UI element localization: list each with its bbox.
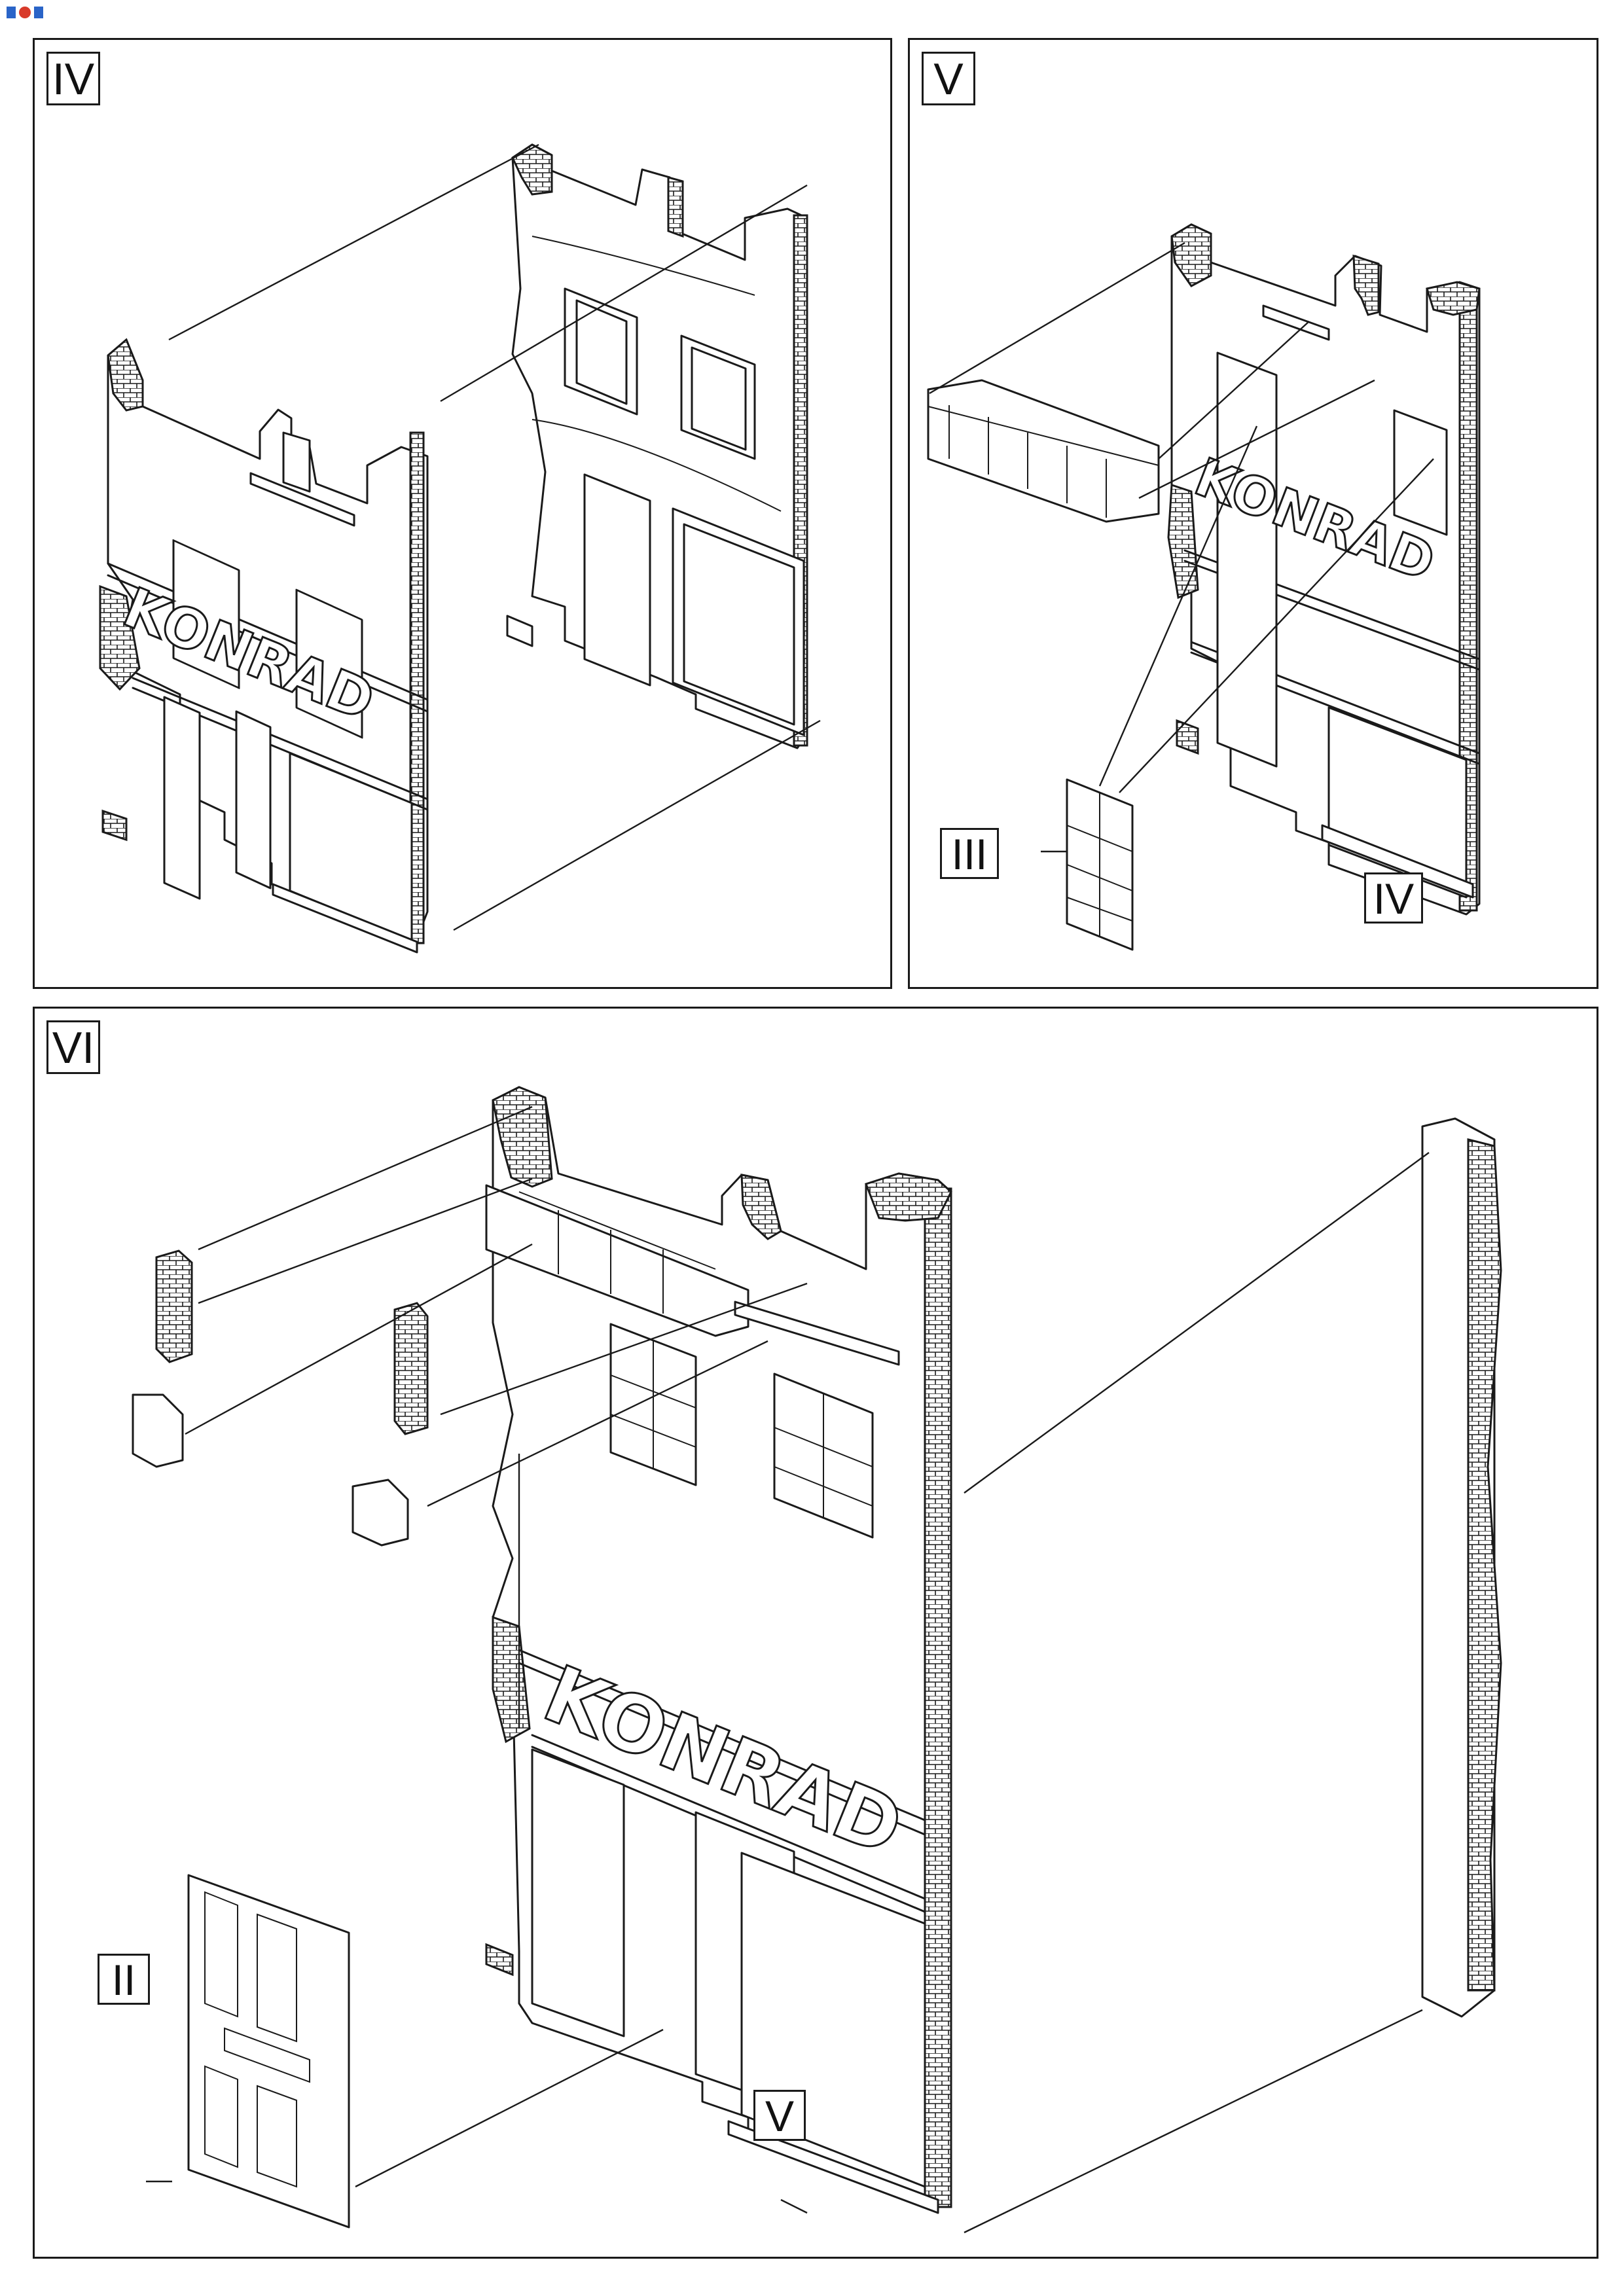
building-part: KONRAD	[485, 1086, 952, 2214]
panel-v: V KONRAD I	[908, 38, 1598, 989]
step-label-v: V	[922, 52, 975, 105]
step-label-vi: VI	[46, 1020, 100, 1074]
publisher-logo-icon	[5, 4, 46, 24]
assembly-illustration-v: KONRAD	[927, 223, 1481, 951]
callout-label: III	[940, 828, 999, 879]
assembly-illustration-iv: KONRAD	[99, 143, 821, 954]
rear-wall-part	[506, 143, 808, 749]
assembly-guide-line	[146, 1105, 1430, 2234]
callout-label: II	[98, 1954, 150, 2005]
front-facade-part: KONRAD	[99, 338, 429, 954]
callout-label: V	[753, 2090, 806, 2141]
building-part: KONRAD	[1167, 223, 1481, 916]
brick-fragment-part	[132, 1249, 429, 1547]
assembly-guide-line	[168, 143, 821, 931]
panel-iv: IV KONRAD	[33, 38, 892, 989]
step-label-iv: IV	[46, 52, 100, 105]
callout-label: IV	[1364, 872, 1423, 924]
side-wall-part	[1421, 1117, 1502, 2018]
assembly-guide-line	[929, 242, 1434, 918]
panel-vi: VI KONRAD	[33, 1007, 1598, 2259]
assembly-illustration-vi: KONRAD	[132, 1086, 1502, 2234]
door-part	[187, 1874, 350, 2229]
double-window-part	[1066, 778, 1134, 951]
window-frame-part	[927, 379, 1160, 523]
